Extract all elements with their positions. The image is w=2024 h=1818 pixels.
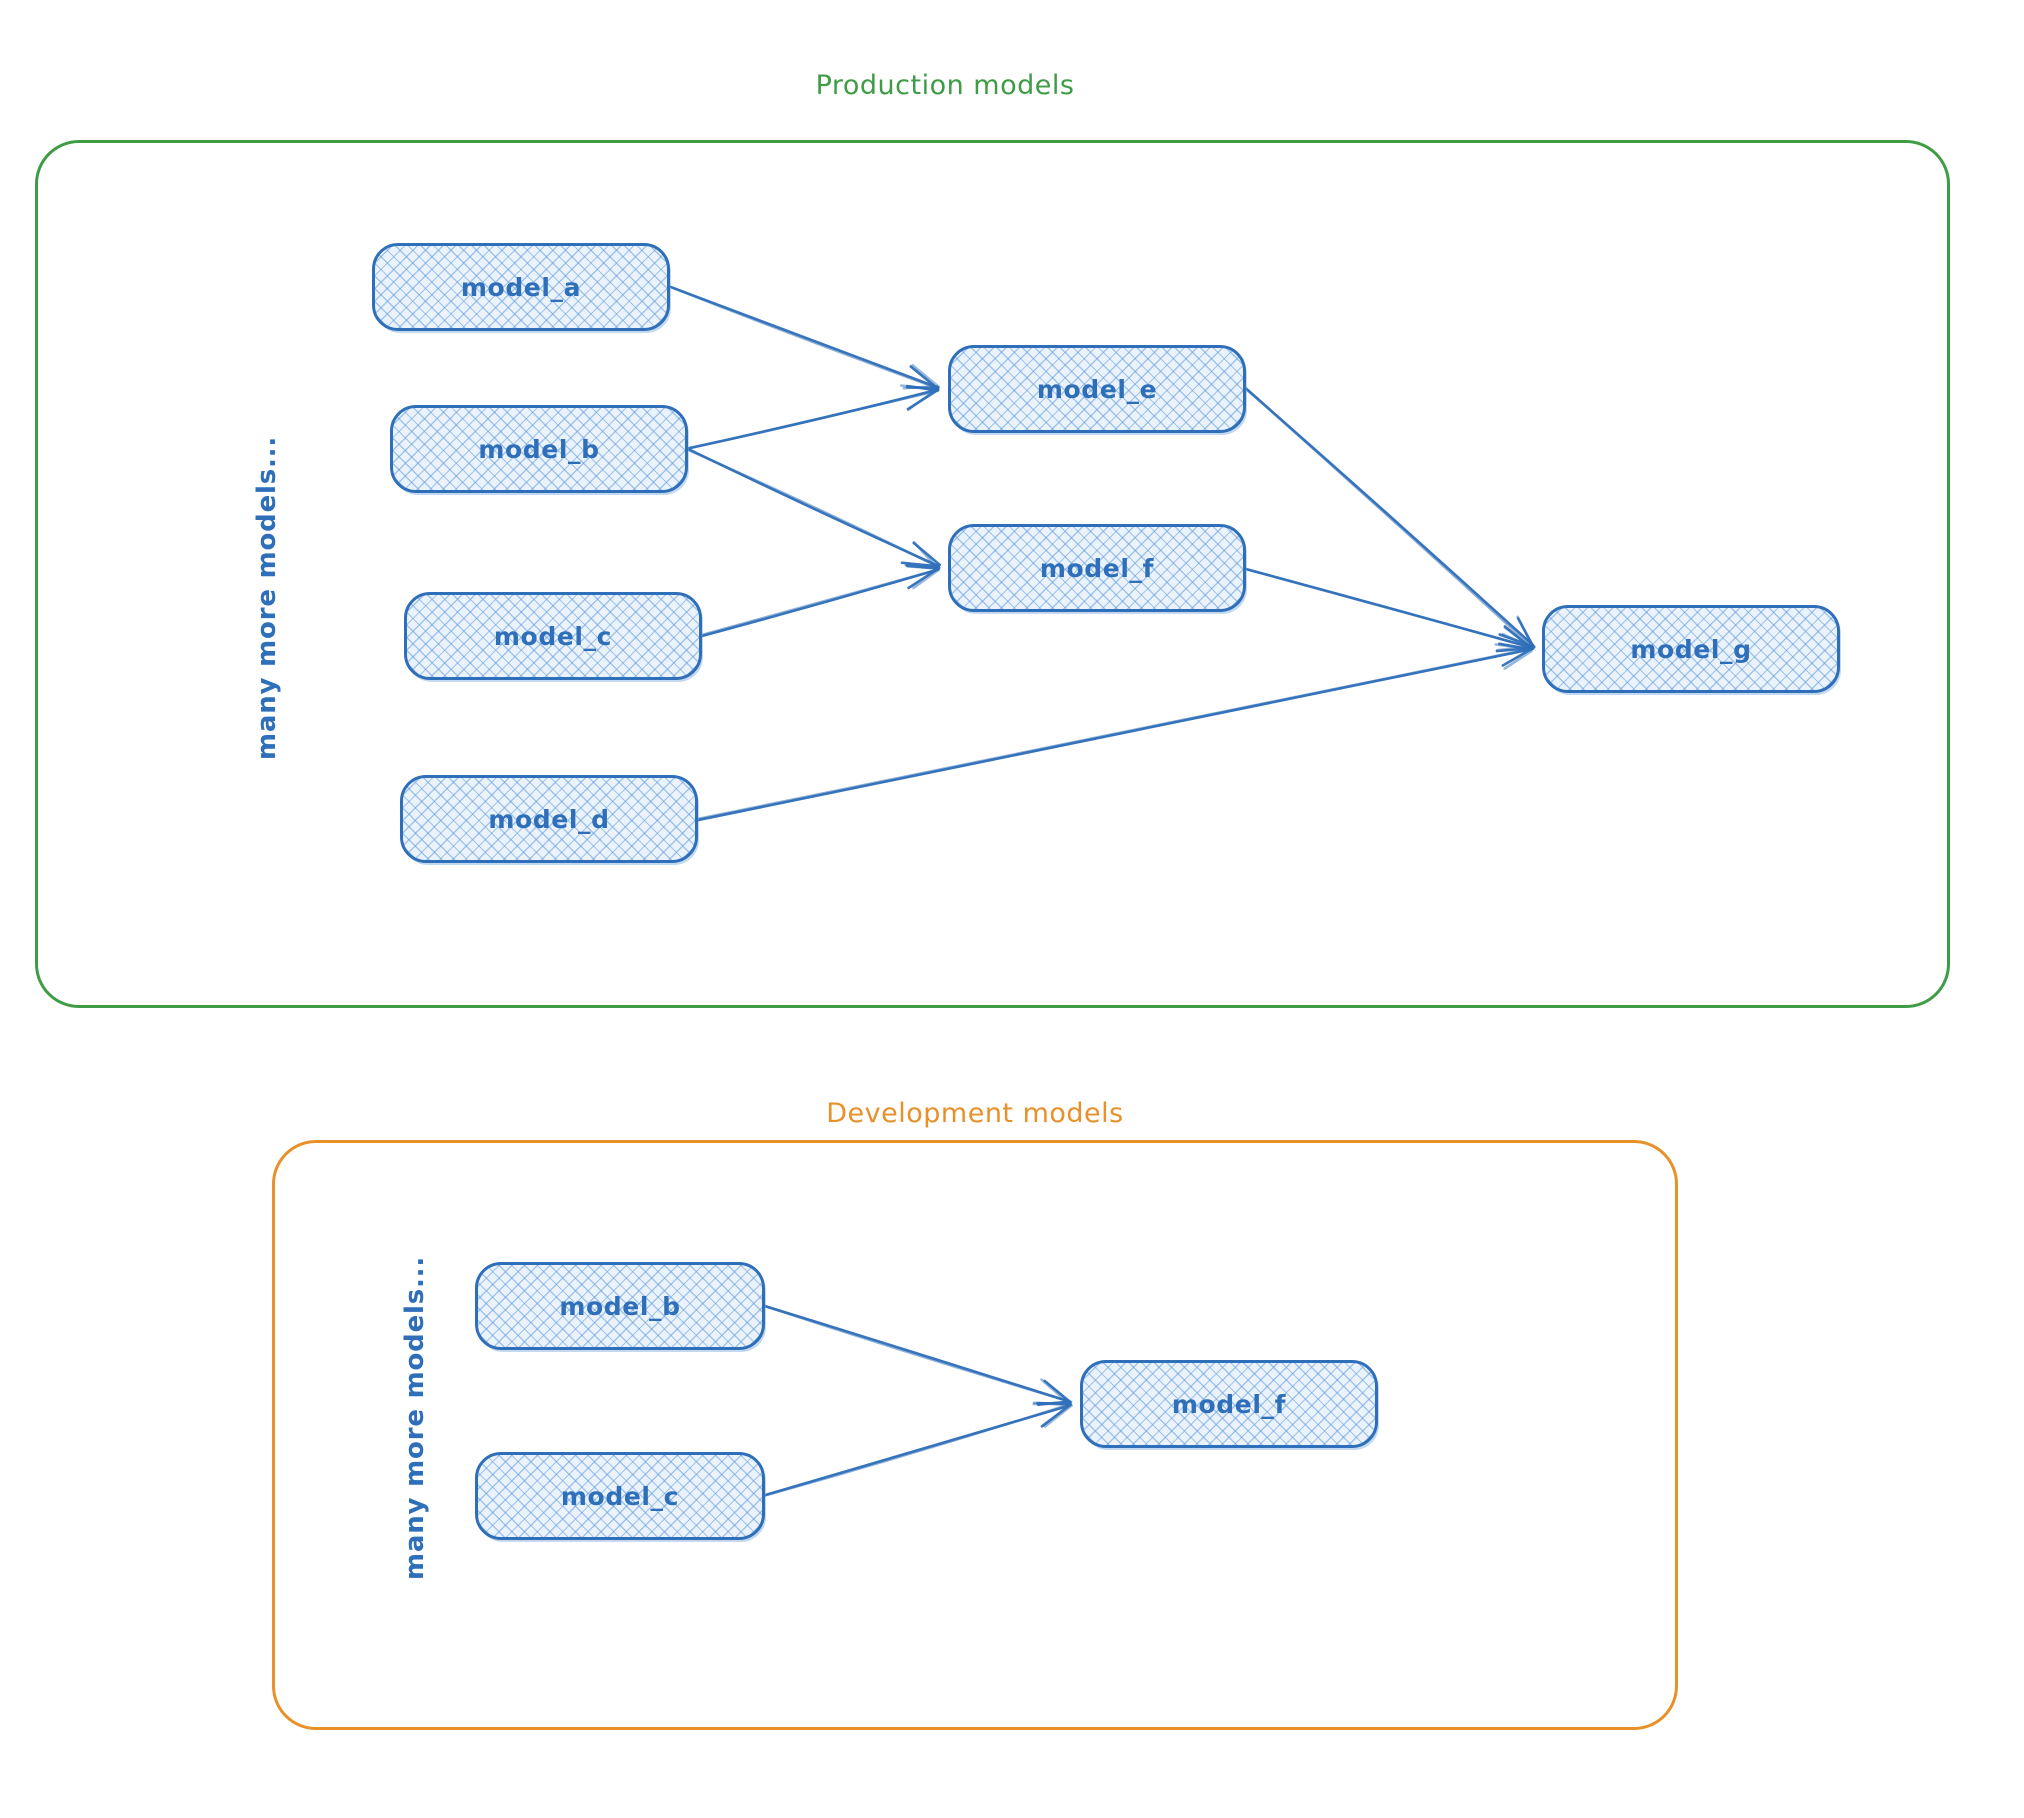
node-prod_f[interactable]: model_f: [948, 524, 1246, 612]
group-box-production: [35, 140, 1950, 1008]
node-prod_e[interactable]: model_e: [948, 345, 1246, 433]
group-box-development: [272, 1140, 1678, 1730]
node-prod_a[interactable]: model_a: [372, 243, 670, 331]
node-prod_b[interactable]: model_b: [390, 405, 688, 493]
node-dev_c[interactable]: model_c: [475, 1452, 765, 1540]
group-title-production: Production models: [815, 70, 1075, 101]
group-title-development: Development models: [826, 1098, 1124, 1129]
node-prod_d[interactable]: model_d: [400, 775, 698, 863]
node-prod_g[interactable]: model_g: [1542, 605, 1840, 693]
node-dev_f[interactable]: model_f: [1080, 1360, 1378, 1448]
side-label-production: many more models...: [252, 435, 282, 760]
node-dev_b[interactable]: model_b: [475, 1262, 765, 1350]
node-prod_c[interactable]: model_c: [404, 592, 702, 680]
side-label-development: many more models...: [400, 1255, 430, 1580]
